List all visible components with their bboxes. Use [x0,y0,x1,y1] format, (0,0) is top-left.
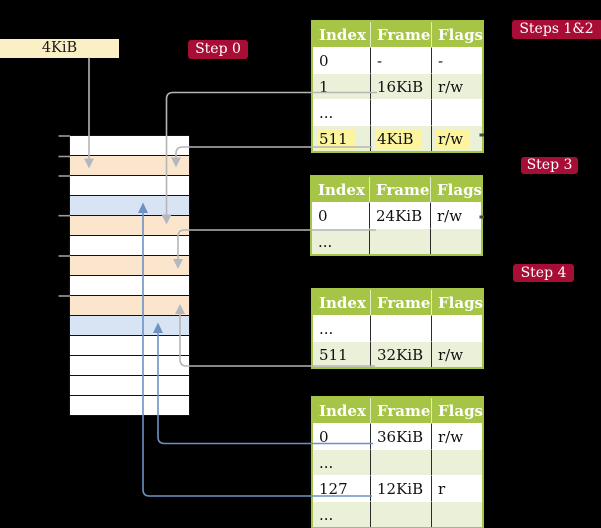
memory-frame-row [69,256,189,276]
table-header-row: Index Frame Flags [312,177,482,202]
table-row: 0 24KiB r/w [312,202,481,228]
column-header: Frame [370,290,431,315]
badge-step-4: Step 4 [513,264,574,282]
flags-cell: r/w [431,341,482,367]
memory-frame-row [69,276,189,296]
source-frame-label: 4KiB [0,39,119,58]
table-row: ... [313,315,482,341]
column-header: Flags [431,398,483,423]
memory-frame-row [69,336,189,356]
frame-cell: 24KiB [369,202,430,228]
memory-frame-row [69,216,189,236]
flags-cell: r/w [431,125,482,151]
index-cell: ... [312,228,369,254]
column-header: Index [312,177,369,202]
table-header-row: Index Frame Flags [313,22,483,47]
column-header: Index [313,398,370,423]
table-row: 0 36KiB r/w [313,423,482,449]
frame-cell: 32KiB [370,341,431,367]
index-cell: ... [313,501,370,527]
memory-frame-row [69,136,189,156]
index-cell: ... [313,449,370,475]
page-table-level-top: Index Frame Flags 0 - - 1 16KiB r/w ... … [311,20,484,153]
physical-memory-column [68,135,190,416]
table-row: ... [312,228,481,254]
memory-frame-row [69,356,189,376]
column-header: Index [313,290,370,315]
memory-frame-row [69,196,189,216]
table-row: 1 16KiB r/w [313,73,482,99]
table-row: 511 32KiB r/w [313,341,482,367]
badge-steps-1-2: Steps 1&2 [512,20,601,39]
column-header: Flags [431,22,483,47]
page-table-level-1: Index Frame Flags 0 36KiB r/w ... 127 12… [311,396,484,528]
table-row: 127 12KiB r [313,475,482,501]
index-cell: 1 [313,73,370,99]
page-table-level-3: Index Frame Flags 0 24KiB r/w ... [310,175,483,256]
frame-cell: - [370,47,431,73]
flags-cell: r/w [431,423,482,449]
flags-cell: - [431,47,482,73]
flags-cell [431,501,482,527]
frame-cell [370,99,431,125]
frame-cell: 4KiB [370,125,431,151]
column-header: Frame [370,22,431,47]
table-header-row: Index Frame Flags [313,290,483,315]
flags-cell [430,228,481,254]
flags-cell: r [431,475,482,501]
memory-frame-row [69,396,189,415]
memory-frame-row [69,236,189,256]
index-cell: 511 [313,341,370,367]
column-header: Index [313,22,370,47]
table-row-recursive-entry: 511 4KiB r/w [313,125,482,151]
frame-cell [369,228,430,254]
memory-frame-row [69,316,189,336]
flags-cell [431,315,482,341]
frame-cell [370,501,431,527]
memory-frame-row [69,156,189,176]
flags-cell: r/w [430,202,481,228]
flags-cell: r/w [431,73,482,99]
frame-cell [370,449,431,475]
table-header-row: Index Frame Flags [313,398,483,423]
index-cell: ... [313,99,370,125]
table-row: 0 - - [313,47,482,73]
index-cell: ... [313,315,370,341]
table-row: ... [313,449,482,475]
frame-cell: 12KiB [370,475,431,501]
index-cell: 0 [313,423,370,449]
memory-frame-row [69,176,189,196]
flags-cell [431,99,482,125]
frame-cell: 16KiB [370,73,431,99]
highlighted-value: 511 [317,128,355,150]
column-header: Flags [431,290,483,315]
frame-cell [370,315,431,341]
column-header: Frame [370,398,431,423]
frame-cell: 36KiB [370,423,431,449]
column-header: Flags [430,177,482,202]
column-header: Frame [369,177,430,202]
index-cell: 127 [313,475,370,501]
badge-step-3: Step 3 [521,157,578,174]
highlighted-value: 4KiB [375,128,421,150]
memory-frame-row [69,296,189,316]
index-cell: 0 [312,202,369,228]
highlighted-value: r/w [436,128,471,150]
page-table-level-2: Index Frame Flags ... 511 32KiB r/w [311,288,484,369]
badge-step-0: Step 0 [188,40,248,59]
flags-cell [431,449,482,475]
table-row: ... [313,99,482,125]
index-cell: 0 [313,47,370,73]
index-cell: 511 [313,125,370,151]
memory-frame-row [69,376,189,396]
table-row: ... [313,501,482,527]
